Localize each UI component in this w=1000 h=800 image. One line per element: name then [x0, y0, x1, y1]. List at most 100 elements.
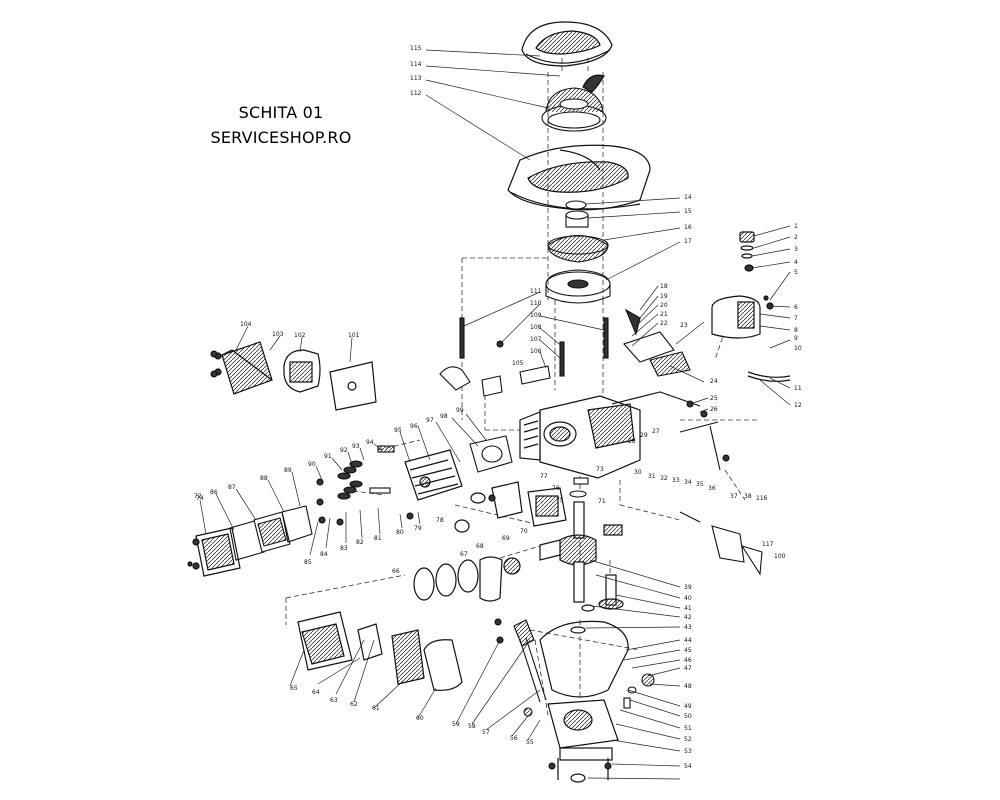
- part-label: 110: [530, 300, 542, 307]
- part-label: 45: [684, 647, 692, 654]
- part-label: 98: [440, 413, 448, 420]
- part-label: 29: [640, 432, 648, 439]
- air-filter-base: [297, 611, 383, 671]
- part-number-labels: 115 114 113 112 14 15 16 17 111 110 109 …: [194, 45, 802, 770]
- part-label: 84: [320, 551, 328, 558]
- part-label: 114: [410, 61, 422, 68]
- muffler: [283, 349, 321, 393]
- governor-linkage: [611, 308, 763, 576]
- part-label: 14: [684, 194, 692, 201]
- part-label: 79: [414, 525, 422, 532]
- part-label: 2: [794, 234, 798, 241]
- sketch-title: SCHITA 01: [238, 103, 324, 122]
- part-label: 54: [684, 763, 692, 770]
- part-label: 68: [476, 543, 484, 550]
- part-label: 39: [684, 584, 692, 591]
- part-label: 57: [482, 729, 490, 736]
- part-label: 55: [526, 739, 534, 746]
- part-label: 100: [774, 553, 786, 560]
- blower-housing: [507, 144, 651, 211]
- recoil-starter: [541, 87, 607, 132]
- part-label: 65: [290, 685, 298, 692]
- cylinder-gasket: [469, 435, 513, 473]
- part-label: 105: [512, 360, 524, 367]
- air-filter-cover: [423, 639, 463, 691]
- part-label: 99: [456, 407, 464, 414]
- part-label: 61: [372, 705, 380, 712]
- camshaft: [570, 574, 624, 634]
- part-label: 17: [684, 238, 692, 245]
- part-label: 36: [708, 485, 716, 492]
- part-label: 50: [684, 713, 692, 720]
- valve-cover-gaskets: [229, 505, 313, 561]
- cylinder-head: [404, 449, 463, 501]
- fuel-tank: [711, 231, 791, 382]
- part-label: 78: [436, 517, 444, 524]
- part-label: 5: [794, 269, 798, 276]
- air-filter-element: [391, 629, 425, 685]
- part-label: 95: [394, 427, 402, 434]
- part-label: 24: [710, 378, 718, 385]
- part-label: 51: [684, 725, 692, 732]
- part-label: 25: [710, 395, 718, 402]
- part-label: 42: [684, 614, 692, 621]
- part-label: 75: [556, 497, 564, 504]
- sketch-caption: SCHITA 01 SERVICESHOP.RO: [196, 100, 366, 150]
- part-label: 66: [392, 568, 400, 575]
- part-label: 44: [684, 637, 692, 644]
- cylinder-block: [519, 395, 641, 479]
- part-label: 108: [530, 324, 542, 331]
- part-label: 106: [530, 348, 542, 355]
- piston-rings: [413, 556, 521, 602]
- part-label: 86: [210, 489, 218, 496]
- part-label: 76: [552, 485, 560, 492]
- part-label: 19: [660, 293, 668, 300]
- part-label: 88: [260, 475, 268, 482]
- part-label: 117: [762, 541, 774, 548]
- part-label: 60: [416, 715, 424, 722]
- part-label: 87: [228, 484, 236, 491]
- part-label: 12: [794, 402, 802, 409]
- part-label: 82: [356, 539, 364, 546]
- part-label: 91: [324, 453, 332, 460]
- part-label: 53: [684, 748, 692, 755]
- part-label: 31: [648, 473, 656, 480]
- part-label: 37: [730, 493, 738, 500]
- part-label: 48: [684, 683, 692, 690]
- part-label: 8: [794, 327, 798, 334]
- part-label: 70: [520, 528, 528, 535]
- part-label: 6: [794, 304, 798, 311]
- part-label: 107: [530, 336, 542, 343]
- part-label: 62: [350, 701, 358, 708]
- part-label: 90: [308, 461, 316, 468]
- part-label: 56: [510, 735, 518, 742]
- part-label: 71: [598, 498, 606, 505]
- part-label: 30: [634, 469, 642, 476]
- part-label: 4: [794, 259, 798, 266]
- part-label: 69: [502, 535, 510, 542]
- shop-name: SERVICESHOP.RO: [210, 128, 352, 147]
- muffler-guard: [214, 341, 273, 395]
- leader-lines: [199, 49, 791, 780]
- part-label: 72: [194, 493, 202, 500]
- part-label: 85: [304, 559, 312, 566]
- part-label: 21: [660, 311, 668, 318]
- part-label: 67: [460, 551, 468, 558]
- part-label: 27: [652, 428, 660, 435]
- part-label: 28: [628, 438, 636, 445]
- valve-train: [316, 445, 414, 526]
- part-label: 11: [794, 385, 802, 392]
- part-label: 113: [410, 75, 422, 82]
- part-label: 94: [366, 439, 374, 446]
- part-label: 33: [672, 477, 680, 484]
- fasteners: [210, 317, 612, 770]
- part-label: 111: [530, 288, 542, 295]
- part-label: 15: [684, 208, 692, 215]
- part-label: 9: [794, 335, 798, 342]
- part-label: 3: [794, 246, 798, 253]
- part-label: 103: [272, 331, 284, 338]
- part-label: 59: [452, 721, 460, 728]
- part-label: 97: [426, 417, 434, 424]
